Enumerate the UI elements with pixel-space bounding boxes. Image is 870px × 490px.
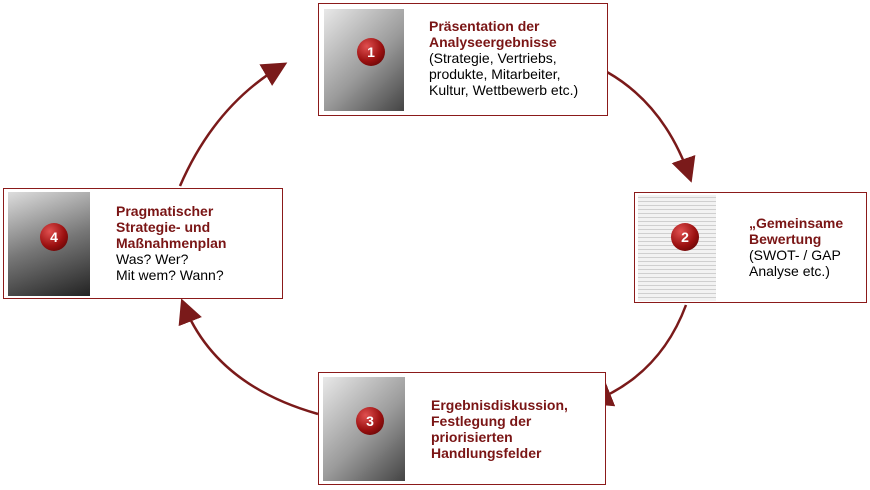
step-title: priorisierten <box>431 429 513 445</box>
step-1-box: 1 Präsentation der Analyseergebnisse (St… <box>318 3 608 116</box>
step-body: Kultur, Wettbewerb etc.) <box>429 82 579 98</box>
step-number-badge: 4 <box>40 223 68 251</box>
step-body: (SWOT- / GAP <box>749 247 841 263</box>
step-body: Analyse etc.) <box>749 263 830 279</box>
step-title: Festlegung der <box>431 413 532 429</box>
step-title: Maßnahmenplan <box>116 235 227 251</box>
step-title: Ergebnisdiskussion, <box>431 397 568 413</box>
step-title: „Gemeinsame <box>749 215 844 231</box>
step-number-badge: 2 <box>671 223 699 251</box>
arrow-4-to-1 <box>178 62 288 187</box>
step-title: Analyseergebnisse <box>429 34 557 50</box>
step-body: Was? Wer? <box>116 251 189 267</box>
step-title: Bewertung <box>749 231 822 247</box>
step-body: produkte, Mitarbeiter, <box>429 66 561 82</box>
arrow-3-to-4 <box>178 298 319 416</box>
step-body: Mit wem? Wann? <box>116 267 224 283</box>
step-2-box: 2 „Gemeinsame Bewertung (SWOT- / GAP Ana… <box>634 192 867 303</box>
step-4-box: 4 Pragmatischer Strategie- und Maßnahmen… <box>3 188 283 299</box>
step-body: (Strategie, Vertriebs, <box>429 50 557 66</box>
step-title: Strategie- und <box>116 219 211 235</box>
arrow-1-to-2 <box>606 70 696 183</box>
step-number-badge: 1 <box>357 38 385 66</box>
step-number-badge: 3 <box>356 407 384 435</box>
arrow-2-to-3 <box>587 304 688 407</box>
step-title: Handlungsfelder <box>431 445 542 461</box>
step-title: Pragmatischer <box>116 203 214 219</box>
step-title: Präsentation der <box>429 18 540 34</box>
step-3-box: 3 Ergebnisdiskussion, Festlegung der pri… <box>318 372 606 485</box>
